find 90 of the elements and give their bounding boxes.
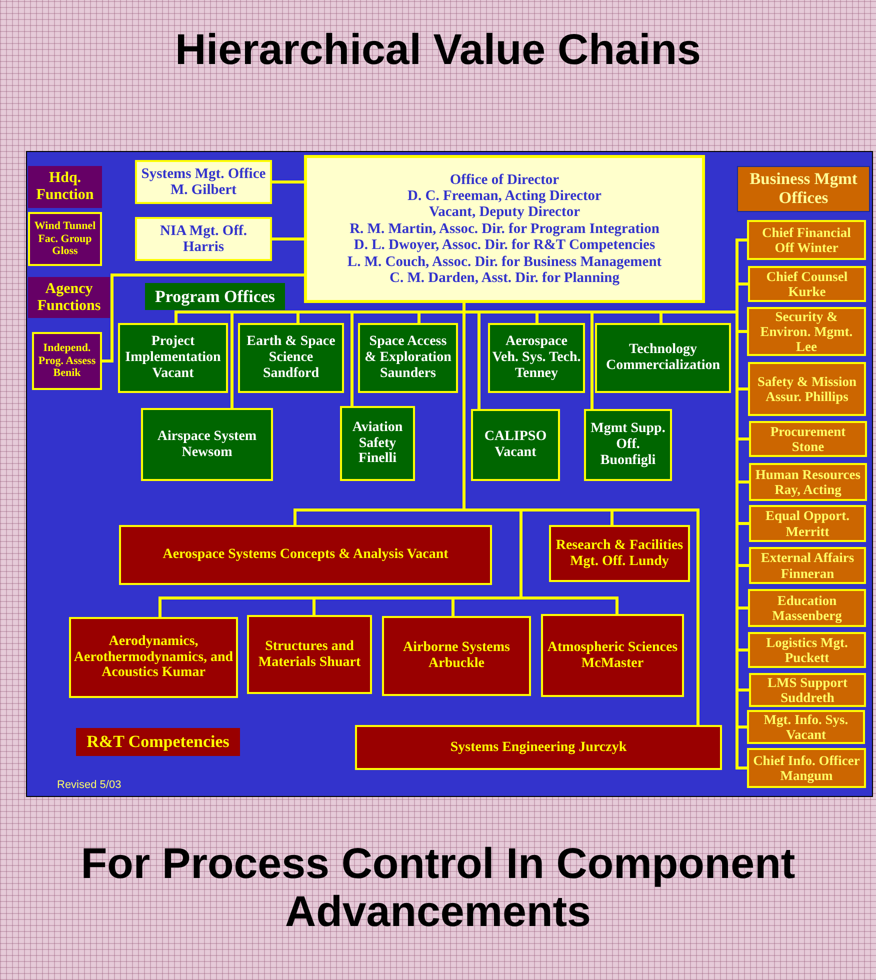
org-unit-box: [135, 160, 272, 204]
org-unit-box: [747, 307, 866, 356]
org-unit-box: [141, 408, 273, 481]
section-heading: Agency Functions: [36, 280, 102, 314]
org-unit-box: [584, 409, 672, 481]
org-unit-box: [238, 323, 344, 393]
org-unit-box: [304, 155, 705, 303]
unit-label: Security & Environ. Mgmt. Lee: [759, 309, 854, 354]
unit-label: Aviation Safety Finelli: [351, 420, 404, 468]
unit-label: Equal Opport. Merritt: [764, 508, 851, 539]
unit-label: Aerodynamics, Aerothermodynamics, and Acoustics Kumar: [73, 634, 234, 682]
unit-label: LMS Support Suddreth: [766, 675, 848, 705]
unit-label: Project Implementation Vacant: [124, 334, 222, 382]
staff-line: R. M. Martin, Assoc. Dir. for Program Integration: [348, 220, 660, 238]
unit-label: Independ. Prog. Assess Benik: [37, 342, 97, 380]
org-unit-box: [541, 614, 684, 697]
section-heading: Program Offices: [154, 286, 276, 306]
unit-label: NIA Mgt. Off. Harris: [159, 222, 248, 256]
org-unit-box: [340, 406, 415, 481]
org-unit-box: [748, 589, 866, 627]
unit-label: Airborne Systems Arbuckle: [402, 640, 511, 672]
unit-label: Aerospace Veh. Sys. Tech. Tenney: [492, 334, 581, 382]
section-heading-box: [145, 283, 285, 310]
unit-label: Mgmt Supp. Off. Buonfigli: [590, 421, 666, 469]
staff-line: D. C. Freeman, Acting Director: [406, 188, 602, 204]
org-unit-box: [549, 525, 690, 582]
unit-label: Structures and Materials Shuart: [257, 638, 362, 670]
unit-label: Atmospheric Sciences McMaster: [546, 640, 679, 672]
revision-note: Revised 5/03: [57, 779, 122, 791]
org-unit-box: [28, 212, 102, 266]
section-heading: Hdq. Function: [35, 170, 95, 204]
org-unit-box: [749, 547, 866, 584]
unit-label: Systems Engineering Jurczyk: [449, 740, 628, 756]
staff-line: L. M. Couch, Assoc. Dir. for Business Management: [346, 254, 663, 270]
unit-label: Procurement Stone: [769, 424, 847, 454]
org-unit-box: [595, 323, 731, 393]
staff-line: D. L. Dwoyer, Assoc. Dir. for R&T Competencies: [352, 237, 656, 254]
unit-label: Research & Facilities Mgt. Off. Lundy: [554, 538, 684, 570]
org-unit-box: [748, 362, 866, 416]
unit-label: Airspace System Newsom: [156, 428, 258, 460]
org-unit-box: [382, 616, 531, 696]
unit-label: Safety & Mission Assur. Phillips: [756, 374, 858, 404]
org-unit-box: [32, 332, 102, 390]
org-unit-box: [748, 632, 866, 668]
unit-label: CALIPSO Vacant: [483, 429, 548, 461]
org-unit-box: [471, 409, 560, 481]
staff-line: C. M. Darden, Asst. Dir. for Planning: [388, 270, 620, 286]
section-heading: R&T Competencies: [86, 732, 230, 752]
unit-label: Chief Financial Off Winter: [761, 224, 852, 256]
section-heading: Business Mgmt Offices: [748, 170, 858, 208]
connector-line: [462, 303, 618, 614]
section-heading-box: [737, 166, 870, 212]
connector-line: [272, 180, 304, 184]
staff-line: Vacant, Deputy Director: [428, 204, 582, 221]
unit-label: Earth & Space Science Sandford: [246, 334, 336, 382]
office-title: Office of Director: [448, 172, 560, 188]
slide-caption: For Process Control In Component Advancements: [80, 840, 796, 936]
org-unit-box: [247, 615, 372, 694]
unit-label: Human Resources Ray, Acting: [754, 466, 862, 498]
section-heading-box: [28, 277, 110, 318]
unit-label: Technology Commercialization: [604, 342, 722, 374]
org-unit-box: [69, 617, 238, 698]
org-unit-box: [747, 710, 865, 744]
unit-label: Chief Counsel Kurke: [765, 268, 849, 300]
org-unit-box: [749, 463, 867, 501]
unit-label: Space Access & Exploration Saunders: [364, 334, 452, 382]
org-unit-box: [118, 323, 228, 393]
org-unit-box: [747, 220, 866, 260]
org-unit-box: [488, 323, 585, 393]
unit-label: Wind Tunnel Fac. Group Gloss: [33, 220, 97, 258]
connector-line: [102, 274, 304, 362]
org-unit-box: [749, 505, 866, 542]
unit-label: Aerospace Systems Concepts & Analysis Vacant: [162, 547, 450, 563]
unit-label: External Affairs Finneran: [760, 550, 856, 581]
unit-label: Systems Mgt. Office M. Gilbert: [140, 166, 267, 198]
unit-label: Logistics Mgt. Puckett: [765, 634, 849, 666]
slide-title: Hierarchical Value Chains: [174, 26, 702, 74]
org-unit-box: [135, 217, 272, 261]
org-unit-box: [749, 673, 866, 707]
unit-label: Mgt. Info. Sys. Vacant: [762, 712, 850, 742]
connector-line: [272, 238, 304, 240]
unit-label: Education Massenberg: [771, 592, 843, 624]
org-unit-box: [749, 421, 867, 457]
org-unit-box: [748, 266, 866, 302]
section-heading-box: [76, 728, 240, 756]
org-unit-box: [119, 525, 492, 585]
org-unit-box: [355, 725, 722, 770]
section-heading-box: [28, 166, 102, 208]
org-unit-box: [358, 323, 458, 393]
unit-label: Chief Info. Officer Mangum: [752, 752, 861, 784]
